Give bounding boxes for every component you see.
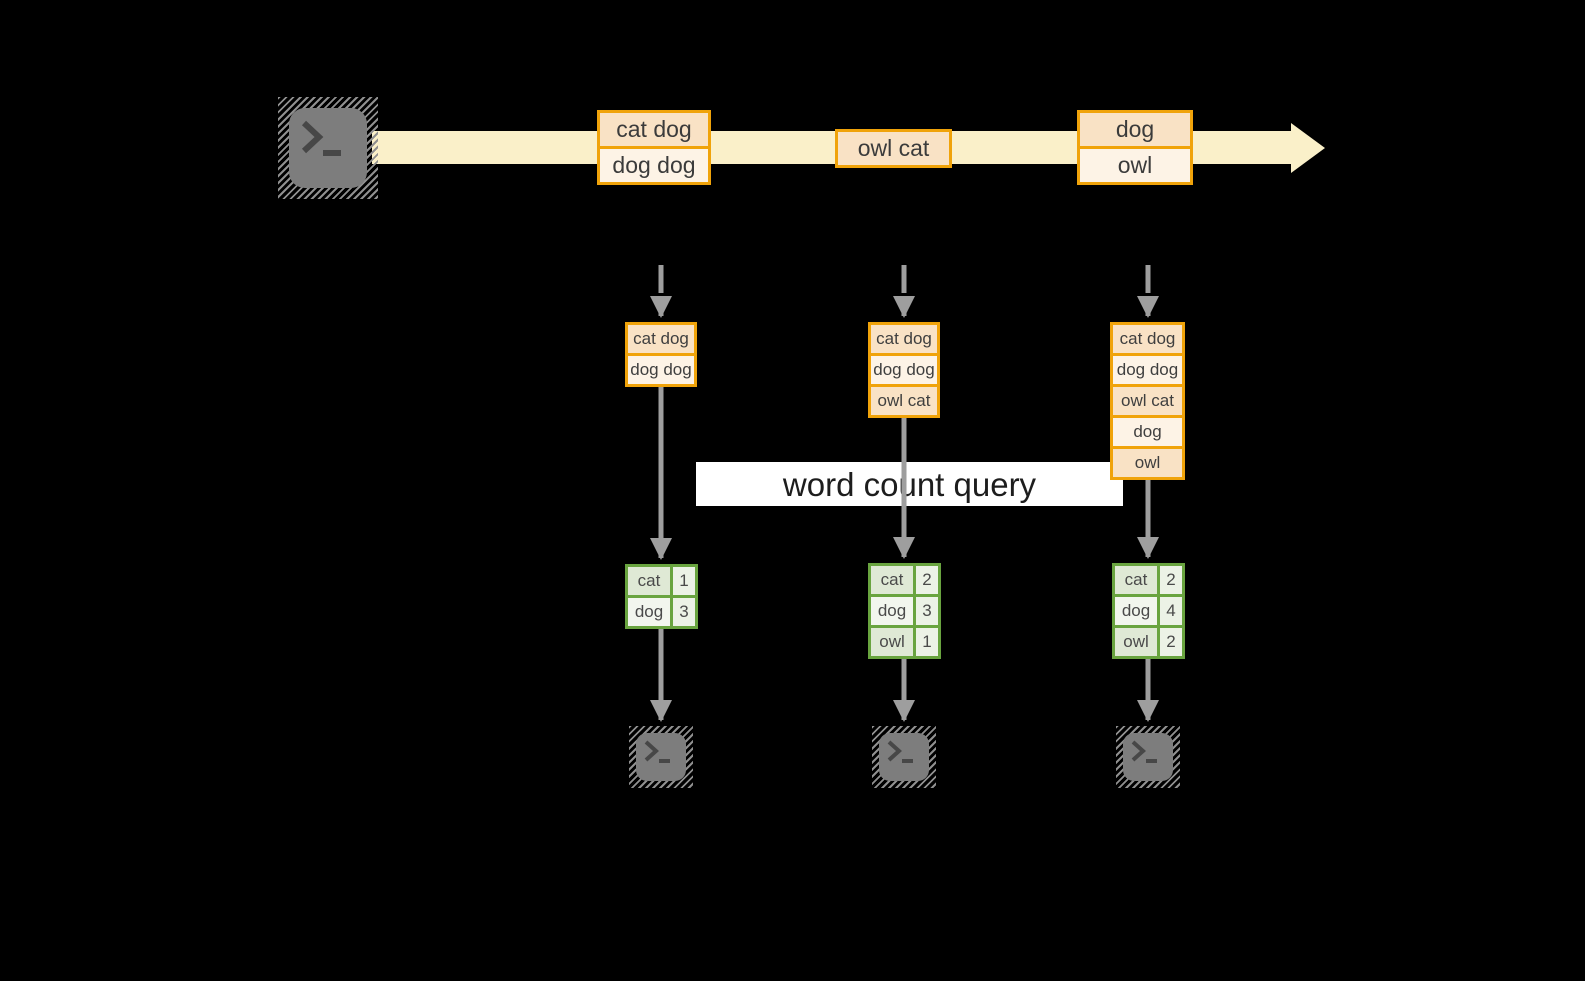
event-box: cat dog <box>597 110 711 149</box>
count-cell: 4 <box>1160 597 1182 625</box>
micro-batch-stack-3: cat dog dog dog owl cat dog owl <box>1110 322 1185 480</box>
prompt-icon <box>644 740 670 763</box>
query-label: word count query <box>782 465 1037 503</box>
batch-row: dog dog <box>868 353 940 387</box>
prompt-icon <box>1131 740 1157 763</box>
batch-row: owl cat <box>1110 384 1185 418</box>
terminal-icon <box>879 733 929 781</box>
batch-row: dog <box>1110 415 1185 449</box>
event-box: dog dog <box>597 146 711 185</box>
output-terminal-icon-1 <box>629 726 693 788</box>
stream-event-1: cat dog dog dog <box>597 110 711 185</box>
output-terminal-icon-3 <box>1116 726 1180 788</box>
batch-row: owl cat <box>868 384 940 418</box>
word-cell: dog <box>628 598 670 626</box>
prompt-icon <box>301 120 341 156</box>
count-cell: 3 <box>673 598 695 626</box>
micro-batch-stack-2: cat dog dog dog owl cat <box>868 322 940 418</box>
batch-row: dog dog <box>625 353 697 387</box>
word-cell: cat <box>1115 566 1157 594</box>
count-cell: 1 <box>673 567 695 595</box>
stream-event-3: dog owl <box>1077 110 1193 185</box>
micro-batch-stack-1: cat dog dog dog <box>625 322 697 387</box>
count-cell: 1 <box>916 628 938 656</box>
word-cell: owl <box>1115 628 1157 656</box>
source-terminal-icon <box>278 97 378 199</box>
word-cell: owl <box>871 628 913 656</box>
count-cell: 2 <box>1160 628 1182 656</box>
batch-row: cat dog <box>625 322 697 356</box>
word-cell: dog <box>1115 597 1157 625</box>
event-box: dog <box>1077 110 1193 149</box>
word-cell: cat <box>628 567 670 595</box>
terminal-icon <box>636 733 686 781</box>
batch-row: owl <box>1110 446 1185 480</box>
batch-row: cat dog <box>1110 322 1185 356</box>
query-band: word count query <box>696 462 1123 506</box>
word-count-table-2: cat 2 dog 3 owl 1 <box>868 563 941 659</box>
batch-row: cat dog <box>868 322 940 356</box>
count-cell: 2 <box>916 566 938 594</box>
word-count-table-1: cat 1 dog 3 <box>625 564 698 629</box>
count-cell: 3 <box>916 597 938 625</box>
terminal-icon <box>289 108 367 188</box>
prompt-icon <box>887 740 913 763</box>
word-cell: cat <box>871 566 913 594</box>
word-count-table-3: cat 2 dog 4 owl 2 <box>1112 563 1185 659</box>
count-cell: 2 <box>1160 566 1182 594</box>
event-box: owl <box>1077 146 1193 185</box>
batch-row: dog dog <box>1110 353 1185 387</box>
output-terminal-icon-2 <box>872 726 936 788</box>
event-box: owl cat <box>835 129 952 168</box>
terminal-icon <box>1123 733 1173 781</box>
word-cell: dog <box>871 597 913 625</box>
stream-event-2: owl cat <box>835 129 952 168</box>
